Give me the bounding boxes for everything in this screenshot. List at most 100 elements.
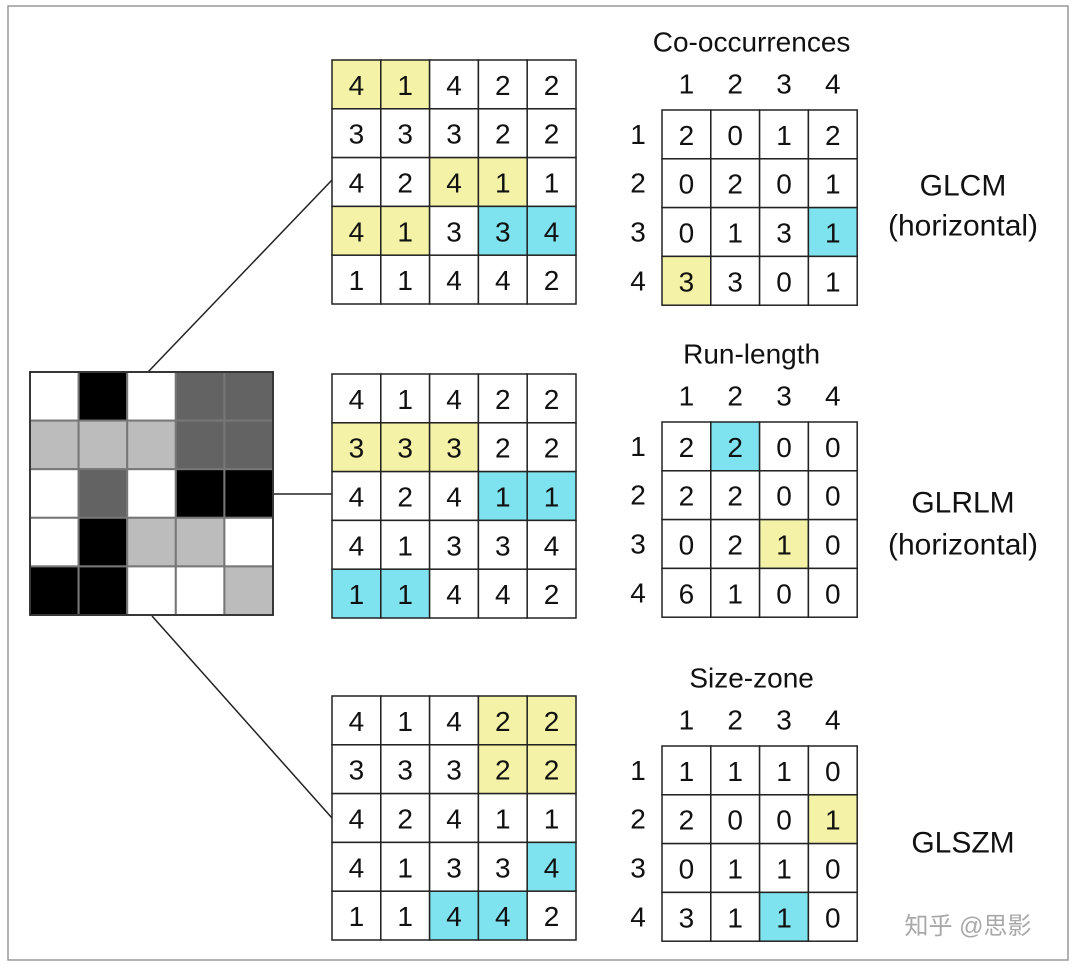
result-cell: [661, 470, 712, 521]
result-cell-value: 3: [776, 218, 792, 249]
matrix-cell-value: 1: [349, 901, 365, 932]
result-cell: [807, 255, 858, 306]
result-cell: [758, 421, 810, 472]
matrix-cell-value: 1: [397, 70, 413, 101]
result-cell: [710, 255, 761, 306]
matrix-cell-value: 3: [397, 755, 413, 786]
row-header: 3: [630, 529, 646, 560]
matrix-cell-value: 3: [397, 119, 413, 150]
result-cell-value: 1: [825, 805, 841, 836]
matrix-cell: [526, 108, 577, 159]
source-pixel: [174, 371, 226, 422]
matrix-cell: [331, 744, 382, 795]
result-cell-value: 0: [825, 432, 841, 463]
matrix-cell-value: 1: [397, 706, 413, 737]
matrix-cell: [380, 519, 431, 570]
source-pixel: [174, 419, 226, 471]
matrix-cell: [428, 695, 480, 746]
matrix-cell: [477, 568, 528, 619]
matrix-cell: [331, 519, 382, 570]
column-header: 4: [825, 69, 841, 100]
matrix-cell: [380, 108, 431, 159]
matrix-cell: [331, 841, 382, 892]
matrix-cell: [428, 792, 480, 844]
matrix-cell-value: 1: [495, 804, 511, 835]
result-cell-value: 2: [727, 432, 743, 463]
column-header: 2: [727, 381, 743, 412]
matrix-cell-value: 3: [349, 119, 365, 150]
matrix-cell: [428, 841, 480, 892]
matrix-cell-value: 2: [495, 755, 511, 786]
matrix-cell-value: 4: [349, 482, 365, 513]
result-cell: [758, 109, 810, 160]
result-cell: [758, 255, 810, 306]
result-cell: [661, 794, 712, 845]
result-cell: [807, 421, 858, 472]
result-cell: [758, 567, 810, 618]
matrix-cell: [526, 568, 577, 619]
matrix-cell: [526, 841, 577, 892]
result-cell-value: 1: [776, 530, 792, 561]
matrix-cell-value: 4: [349, 384, 365, 415]
matrix-cell-value: 4: [446, 168, 462, 199]
row-header: 1: [630, 119, 646, 150]
matrix-cell-value: 3: [446, 530, 462, 561]
result-cell-value: 0: [727, 805, 743, 836]
matrix-cell: [526, 792, 577, 844]
result-cell-value: 2: [679, 432, 695, 463]
result-cell-value: 0: [825, 756, 841, 787]
result-cell-value: 0: [776, 266, 792, 297]
method-label: (horizontal): [888, 210, 1038, 243]
matrix-cell: [428, 890, 480, 941]
matrix-cell: [477, 890, 528, 941]
matrix-cell: [428, 205, 480, 256]
matrix-cell-value: 1: [495, 482, 511, 513]
result-cell: [807, 891, 858, 942]
row-header: 2: [630, 168, 646, 199]
matrix-cell-value: 1: [397, 852, 413, 883]
matrix-cell-value: 1: [544, 482, 560, 513]
matrix-cell: [477, 205, 528, 256]
matrix-cell-value: 2: [544, 579, 560, 610]
matrix-cell-value: 3: [446, 216, 462, 247]
column-header: 3: [776, 705, 792, 736]
column-header: 3: [776, 381, 792, 412]
matrix-cell-value: 3: [349, 755, 365, 786]
row-header: 4: [630, 577, 646, 608]
result-cell-value: 0: [776, 805, 792, 836]
matrix-cell-value: 4: [349, 216, 365, 247]
result-cell-value: 3: [679, 902, 695, 933]
result-cell-value: 0: [679, 218, 695, 249]
connector-line: [147, 179, 333, 373]
result-cell-value: 1: [825, 169, 841, 200]
result-title: Co-occurrences: [653, 27, 851, 58]
result-cell-value: 0: [776, 432, 792, 463]
matrix-cell-value: 1: [397, 265, 413, 296]
matrix-cell-value: 1: [397, 901, 413, 932]
result-cell-value: 1: [727, 854, 743, 885]
matrix-cell: [526, 890, 577, 941]
method-label: GLRLM: [911, 487, 1014, 520]
source-grid-border: [29, 371, 274, 616]
result-cell-value: 1: [727, 756, 743, 787]
matrix-cell: [477, 695, 528, 746]
result-cell-value: 0: [825, 902, 841, 933]
matrix-cell-value: 2: [495, 384, 511, 415]
result-cell-value: 0: [825, 854, 841, 885]
row-header: 2: [630, 804, 646, 835]
source-pixel: [174, 468, 226, 519]
row-header: 1: [630, 431, 646, 462]
matrix-cell-value: 4: [446, 265, 462, 296]
result-cell: [807, 206, 858, 258]
row-header: 3: [630, 853, 646, 884]
result-cell-value: 0: [825, 578, 841, 609]
matrix-cell-value: 3: [397, 433, 413, 464]
source-pixel: [223, 516, 274, 568]
source-pixel: [223, 419, 274, 471]
matrix-cell-value: 3: [446, 755, 462, 786]
matrix-cell: [380, 422, 431, 473]
source-pixel: [174, 516, 226, 568]
matrix-cell-value: 2: [495, 119, 511, 150]
result-cell-value: 3: [679, 266, 695, 297]
